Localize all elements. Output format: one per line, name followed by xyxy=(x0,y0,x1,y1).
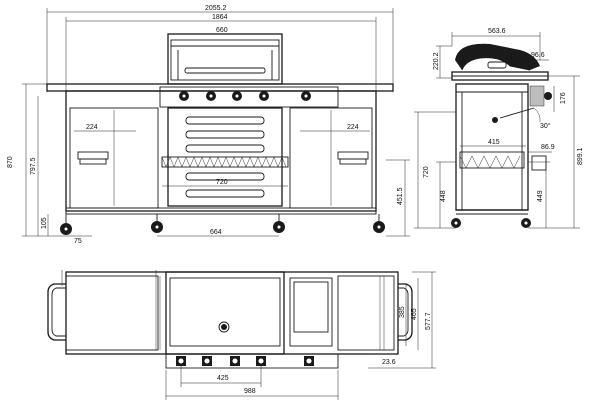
dim-full-width: 988 xyxy=(244,388,256,395)
top-view: 425 988 23.6 385 465 577.7 xyxy=(47,270,436,400)
dim-leg-offset: 75 xyxy=(74,238,82,245)
dim-cart-width: 664 xyxy=(210,229,222,236)
dim-shelf-left: 224 xyxy=(86,124,98,131)
dim-depth-465: 465 xyxy=(411,308,418,320)
dim-top-depth: 563.6 xyxy=(488,28,506,35)
dim-knob-offset: 23.6 xyxy=(382,359,396,366)
front-knobs xyxy=(179,91,311,101)
dim-overall-width: 2055.2 xyxy=(205,5,227,12)
dim-wheel-offset: 105 xyxy=(41,217,48,229)
dim-knob-height: 176 xyxy=(560,92,567,104)
dim-height-720: 720 xyxy=(423,166,430,178)
warming-grate xyxy=(161,156,289,168)
dim-height-to-top: 797.5 xyxy=(30,157,37,175)
dim-lid-height: 220.2 xyxy=(433,52,440,70)
dim-shelf-right: 224 xyxy=(347,124,359,131)
top-knobs xyxy=(176,356,314,366)
dim-tray-offset: 86.9 xyxy=(541,144,555,151)
dim-handle-depth: 96.6 xyxy=(531,52,545,59)
dim-hood-width: 660 xyxy=(216,27,228,34)
side-view: 563.6 96.6 220.2 30° 176 415 xyxy=(414,28,584,229)
dim-height-899: 899.1 xyxy=(577,147,584,165)
dim-body-width: 1864 xyxy=(212,14,228,21)
dim-lower-height: 451.5 xyxy=(397,187,404,205)
dim-height-449: 449 xyxy=(537,190,544,202)
dim-tray-depth: 415 xyxy=(488,139,500,146)
dim-grill-width: 720 xyxy=(216,179,228,186)
dim-angle: 30° xyxy=(540,122,551,130)
front-view: 2055.2 1864 660 xyxy=(7,5,410,245)
front-wheels xyxy=(60,214,385,235)
dim-depth-577: 577.7 xyxy=(425,312,432,330)
dim-depth-385: 385 xyxy=(399,306,406,318)
dim-total-height: 870 xyxy=(7,156,14,168)
dim-burner-span: 425 xyxy=(217,375,229,382)
dim-height-448: 448 xyxy=(440,190,447,202)
